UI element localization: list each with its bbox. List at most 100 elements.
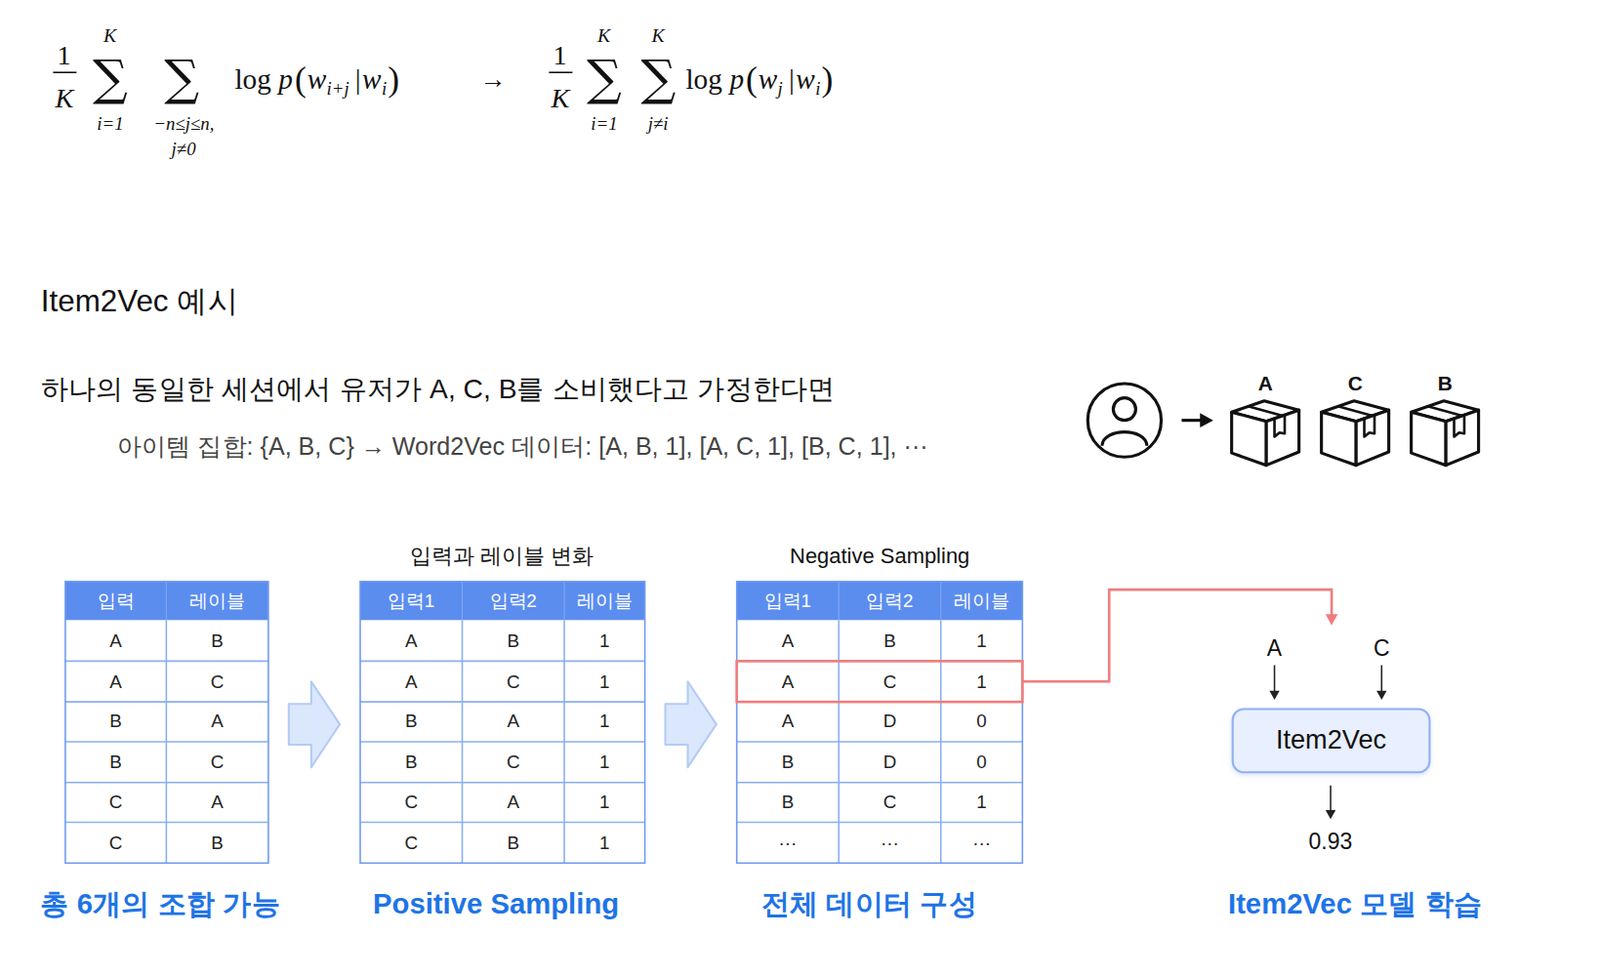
sum-symbol: ∑: [586, 49, 622, 107]
table-grid: [563, 620, 566, 864]
formula-text: −n≤j≤n,: [153, 113, 214, 135]
formula-text: p: [729, 63, 744, 97]
table-grid: [360, 660, 646, 663]
formula-text: (: [294, 58, 307, 99]
table-cell: A: [210, 711, 224, 734]
box-tape: [1454, 414, 1465, 437]
table-cell: C: [210, 751, 225, 774]
table-header-cell: 레이블: [189, 590, 245, 613]
table-cell: A: [109, 670, 123, 693]
table-cell: C: [109, 831, 124, 854]
formula-text: K: [651, 24, 664, 47]
table-cell: C: [404, 831, 418, 854]
step-caption: 전체 데이터 구성: [761, 887, 978, 921]
fraction-bar: [548, 71, 573, 74]
formula-text: K: [54, 82, 74, 114]
table-cell: B: [781, 751, 795, 774]
formula-text: i=1: [96, 113, 124, 135]
table-header-cell: 레이블: [953, 590, 1009, 613]
sum-symbol: ∑: [92, 49, 128, 107]
formula-text: w: [362, 63, 382, 97]
table-grid: [838, 581, 840, 621]
box-tape: [1248, 407, 1282, 416]
table-grid: [360, 740, 646, 743]
box-icon: [1445, 410, 1478, 465]
table-cell: B: [405, 751, 418, 774]
formula-text: p: [278, 63, 293, 97]
formula-text: K: [103, 24, 117, 47]
table-cell: C: [506, 751, 521, 774]
step-caption: Positive Sampling: [372, 887, 619, 921]
table-cell: 1: [599, 711, 610, 734]
description-text: 하나의 동일한 세션에서 유저가 A, C, B를 소비했다고 가정한다면: [41, 372, 836, 405]
table-cell: A: [405, 629, 418, 652]
table-cell: A: [781, 711, 795, 734]
table-header-cell: 입력: [97, 590, 135, 613]
arrow-line: [1329, 785, 1332, 813]
table-grid: [461, 620, 464, 864]
table-header-cell: 레이블: [576, 590, 632, 613]
formula-text: ): [387, 58, 400, 99]
fraction-bar: [52, 71, 77, 74]
formula-text: (: [745, 58, 758, 99]
table-cell: B: [210, 629, 224, 652]
formula-text: log: [685, 63, 722, 97]
table-grid: [564, 581, 566, 621]
formula-text: i: [381, 78, 387, 100]
table-grid: [837, 620, 840, 864]
table-cell: A: [507, 711, 521, 734]
sum-symbol: ∑: [164, 49, 200, 107]
table-cell: ···: [779, 831, 798, 854]
box-tape: [1274, 414, 1285, 437]
table-cell: ···: [972, 831, 991, 854]
input-letter: A: [1267, 635, 1282, 661]
table-header: [360, 581, 646, 621]
table-cell: B: [883, 629, 897, 652]
leader-line: [1022, 589, 1332, 682]
table-grid: [940, 620, 943, 864]
table-cell: 1: [976, 670, 986, 693]
box-icon: [1321, 411, 1357, 465]
table-cell: D: [883, 711, 898, 734]
formula-text: w: [307, 63, 328, 97]
formula-text: log: [234, 63, 271, 97]
model-name: Item2Vec: [1275, 725, 1387, 756]
table-title: 입력과 레이블 변화: [410, 543, 594, 569]
box-icon: [1231, 411, 1268, 465]
output-score: 0.93: [1309, 827, 1354, 854]
table-cell: B: [781, 791, 795, 814]
table-grid: [360, 781, 646, 784]
item-letter: A: [1258, 371, 1273, 396]
box-tape: [1338, 407, 1372, 416]
formula-text: |: [355, 63, 362, 97]
table-cell: 0: [976, 751, 986, 774]
table-body: [360, 620, 646, 864]
table-grid: [165, 620, 168, 864]
arrow-head: [1325, 810, 1336, 820]
formula-text: ): [820, 58, 833, 99]
table-cell: 1: [599, 831, 610, 854]
item-letter: B: [1437, 371, 1453, 396]
table-cell: A: [781, 670, 795, 693]
box-icon: [1411, 411, 1447, 465]
table-cell: B: [109, 711, 123, 734]
table-header: [737, 581, 1024, 621]
table-cell: B: [405, 711, 418, 734]
table-cell: A: [109, 629, 123, 652]
box-icon: [1355, 410, 1389, 465]
user-icon: [1087, 383, 1161, 457]
table-body: [737, 620, 1024, 864]
table-cell: D: [883, 751, 898, 774]
table-cell: B: [210, 831, 224, 854]
table-cell: A: [210, 791, 224, 814]
input-letter: C: [1373, 635, 1391, 661]
table-cell: 1: [599, 751, 610, 774]
table-border: [737, 581, 1024, 863]
arrow-head: [1376, 691, 1387, 700]
formula-text: j≠0: [171, 138, 197, 161]
table-cell: 0: [976, 711, 986, 734]
table-grid: [360, 700, 646, 703]
table-cell: ···: [880, 831, 900, 854]
